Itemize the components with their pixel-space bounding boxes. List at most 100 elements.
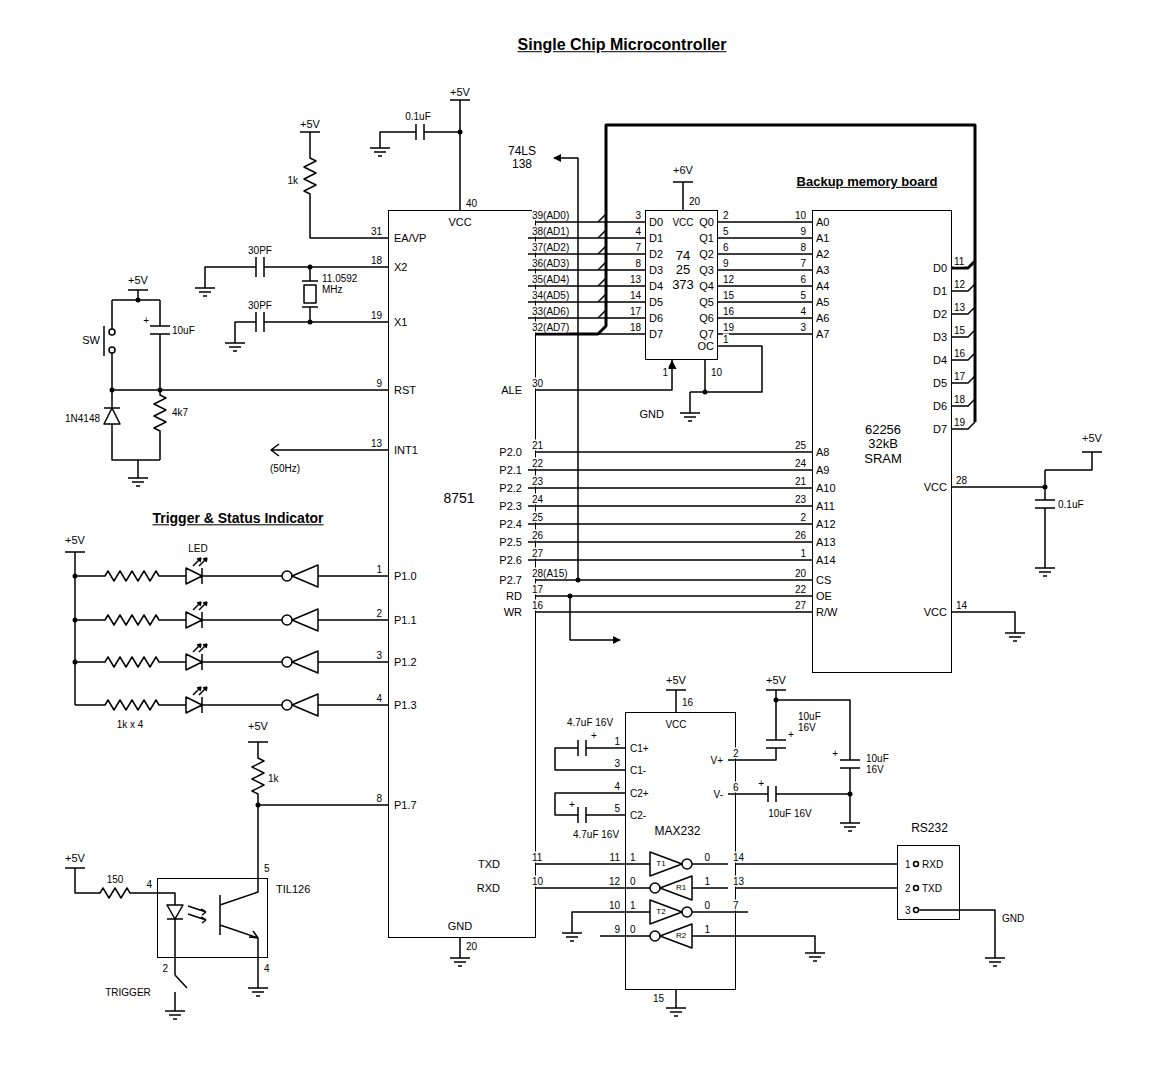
signal-wire <box>736 863 897 865</box>
pin-number: 18 <box>954 394 965 405</box>
pin-name: A5 <box>816 296 829 308</box>
part-name: 62256 32kB SRAM <box>853 423 913 466</box>
pin-name: Q4 <box>699 280 714 292</box>
logic-level: 0 <box>630 876 636 887</box>
pin-name: X2 <box>394 261 407 273</box>
pin-number: 3 <box>800 322 806 333</box>
pin-number: 2 <box>376 608 382 619</box>
pin-name: A12 <box>816 518 836 530</box>
value-label: + <box>832 748 838 759</box>
pin-number: 26 <box>532 530 543 541</box>
pin-name: A7 <box>816 328 829 340</box>
pin-name: 33(AD6) <box>532 306 569 317</box>
logic-level: 1 <box>704 924 710 935</box>
pin-number: 25 <box>532 512 543 523</box>
title: Single Chip Microcontroller <box>518 36 727 54</box>
pin-number: 17 <box>532 584 543 595</box>
part-name: 74 25 373 <box>670 249 696 292</box>
pin-name: D3 <box>933 331 947 343</box>
value-label: 10uF <box>172 325 195 336</box>
pin-name: (50Hz) <box>270 463 300 474</box>
gate-name: R2 <box>676 932 686 941</box>
pin-name: RD <box>506 590 522 602</box>
heading: Backup memory board <box>797 175 938 189</box>
pin-number: 26 <box>795 530 806 541</box>
pin-number: 16 <box>954 348 965 359</box>
pin-number: 13 <box>954 302 965 313</box>
logic-level: 0 <box>630 924 636 935</box>
pin-number: 15 <box>653 993 664 1004</box>
value-label: 30PF <box>248 300 272 311</box>
pin-name: P1.2 <box>394 656 417 668</box>
pin-name: A3 <box>816 264 829 276</box>
pin-name: CS <box>816 574 831 586</box>
pin-name: VCC <box>924 481 947 493</box>
pin-name: RXD <box>922 859 943 870</box>
pin-name: D1 <box>649 232 663 244</box>
pin-number: 9 <box>723 258 729 269</box>
pin-number: 24 <box>795 458 806 469</box>
pin-name: Q0 <box>699 216 714 228</box>
pin-name: Q1 <box>699 232 714 244</box>
pin-number: 10 <box>711 367 722 378</box>
pin-number: 40 <box>466 198 477 209</box>
bus-wire <box>536 451 812 453</box>
value-label: 11.0592 MHz <box>322 273 368 295</box>
pin-number: 10 <box>532 876 543 887</box>
pin-number: 14 <box>630 290 641 301</box>
pin-number: 16 <box>682 697 693 708</box>
pin-number: 9 <box>614 924 620 935</box>
pin-number: 19 <box>723 322 734 333</box>
optocoupler: TIL126 <box>157 878 268 958</box>
pin-number: 2 <box>162 963 168 974</box>
pin-name: Q7 <box>699 328 714 340</box>
pin-number: 17 <box>630 306 641 317</box>
pin-number: 5 <box>723 226 729 237</box>
pin-number: 1 <box>800 548 806 559</box>
value-label: + <box>758 778 764 789</box>
value-label: + <box>569 799 575 810</box>
pin-name: P2.6 <box>499 554 522 566</box>
supply-label: +6V <box>673 164 693 176</box>
pin-name: WR <box>504 606 522 618</box>
pin-name: A9 <box>816 464 829 476</box>
gate-name: T2 <box>656 908 665 917</box>
pin-number: 19 <box>371 310 382 321</box>
pin-number: 7 <box>635 242 641 253</box>
pin-name: ALE <box>501 384 522 396</box>
pin-name: 35(AD4) <box>532 274 569 285</box>
value-label: 4.7uF 16V <box>567 717 613 728</box>
signal-wire <box>536 611 812 613</box>
pin-name: P1.7 <box>394 799 417 811</box>
pin-number: 1 <box>614 736 620 747</box>
pin-number: 2 <box>723 210 729 221</box>
pin-number: 10 <box>795 210 806 221</box>
supply-label: +5V <box>300 118 320 130</box>
value-label: 10uF 16V <box>768 808 811 819</box>
heading: Trigger & Status Indicator <box>152 511 323 526</box>
logic-level: 1 <box>704 876 710 887</box>
pin-name: Q6 <box>699 312 714 324</box>
pin-name: A4 <box>816 280 829 292</box>
pin-name: 38(AD1) <box>532 226 569 237</box>
pin-number: 6 <box>800 274 806 285</box>
pin-number: 1 <box>376 564 382 575</box>
logic-level: 0 <box>704 900 710 911</box>
pin-name: C1- <box>630 765 646 776</box>
pin-number: 11 <box>954 256 964 267</box>
pin-number: 1 <box>905 859 911 870</box>
pin-number: 13 <box>733 876 744 887</box>
value-label: 10uF 16V <box>866 753 898 775</box>
pin-number: 5 <box>800 290 806 301</box>
pin-number: 12 <box>609 876 620 887</box>
signal-wire <box>536 595 812 597</box>
pin-name: RXD <box>477 882 500 894</box>
part-label: SW <box>82 334 100 346</box>
pin-name: EA/VP <box>394 232 426 244</box>
pin-name: P2.0 <box>499 446 522 458</box>
pin-number: 3 <box>905 905 911 916</box>
pin-number: 13 <box>630 274 641 285</box>
pin-name: P2.7 <box>499 574 522 586</box>
pin-number: 8 <box>635 258 641 269</box>
